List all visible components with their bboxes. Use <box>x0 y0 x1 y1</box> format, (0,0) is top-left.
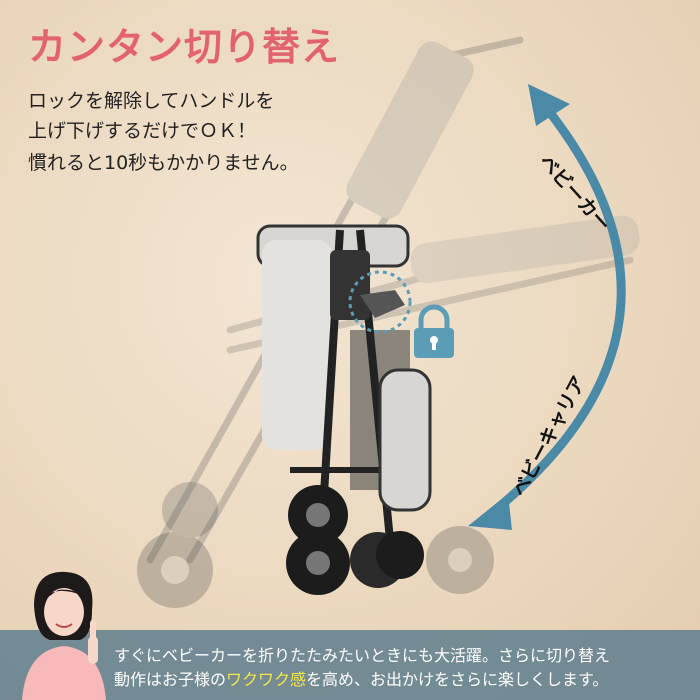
page-title: カンタン切り替え <box>28 25 341 69</box>
highlight-excitement: ワクワク感 <box>226 670 307 689</box>
bottom-banner <box>0 630 700 700</box>
main-stroller <box>256 224 432 595</box>
bottom-text-pre: 動作はお子様の <box>114 670 227 689</box>
ghost-wheels <box>137 482 494 608</box>
lock-highlight-circle <box>348 270 412 334</box>
curved-double-arrow-icon <box>468 84 626 530</box>
bottom-text-line-1: すぐにベビーカーを折りたたみたいときにも大活躍。さらに切り替え <box>114 646 611 665</box>
bottom-text: すぐにベビーカーを折りたたみたいときにも大活躍。さらに切り替え 動作はお子様のワ… <box>114 644 610 692</box>
bottom-text-post: を高め、お出かけをさらに楽しくします。 <box>306 670 609 689</box>
lock-icon <box>414 304 454 358</box>
instruction-line-3: 慣れると10秒もかかりません。 <box>28 152 299 174</box>
instruction-line-1: ロックを解除してハンドルを <box>28 90 275 112</box>
instruction-text: ロックを解除してハンドルを 上げ下げするだけでＯＫ！ <box>28 86 274 146</box>
instruction-line-2: 上げ下げするだけでＯＫ！ <box>28 120 257 142</box>
woman-avatar <box>22 571 106 700</box>
bottom-text-line-2: 動作はお子様のワクワク感を高め、お出かけをさらに楽しくします。 <box>114 668 610 692</box>
